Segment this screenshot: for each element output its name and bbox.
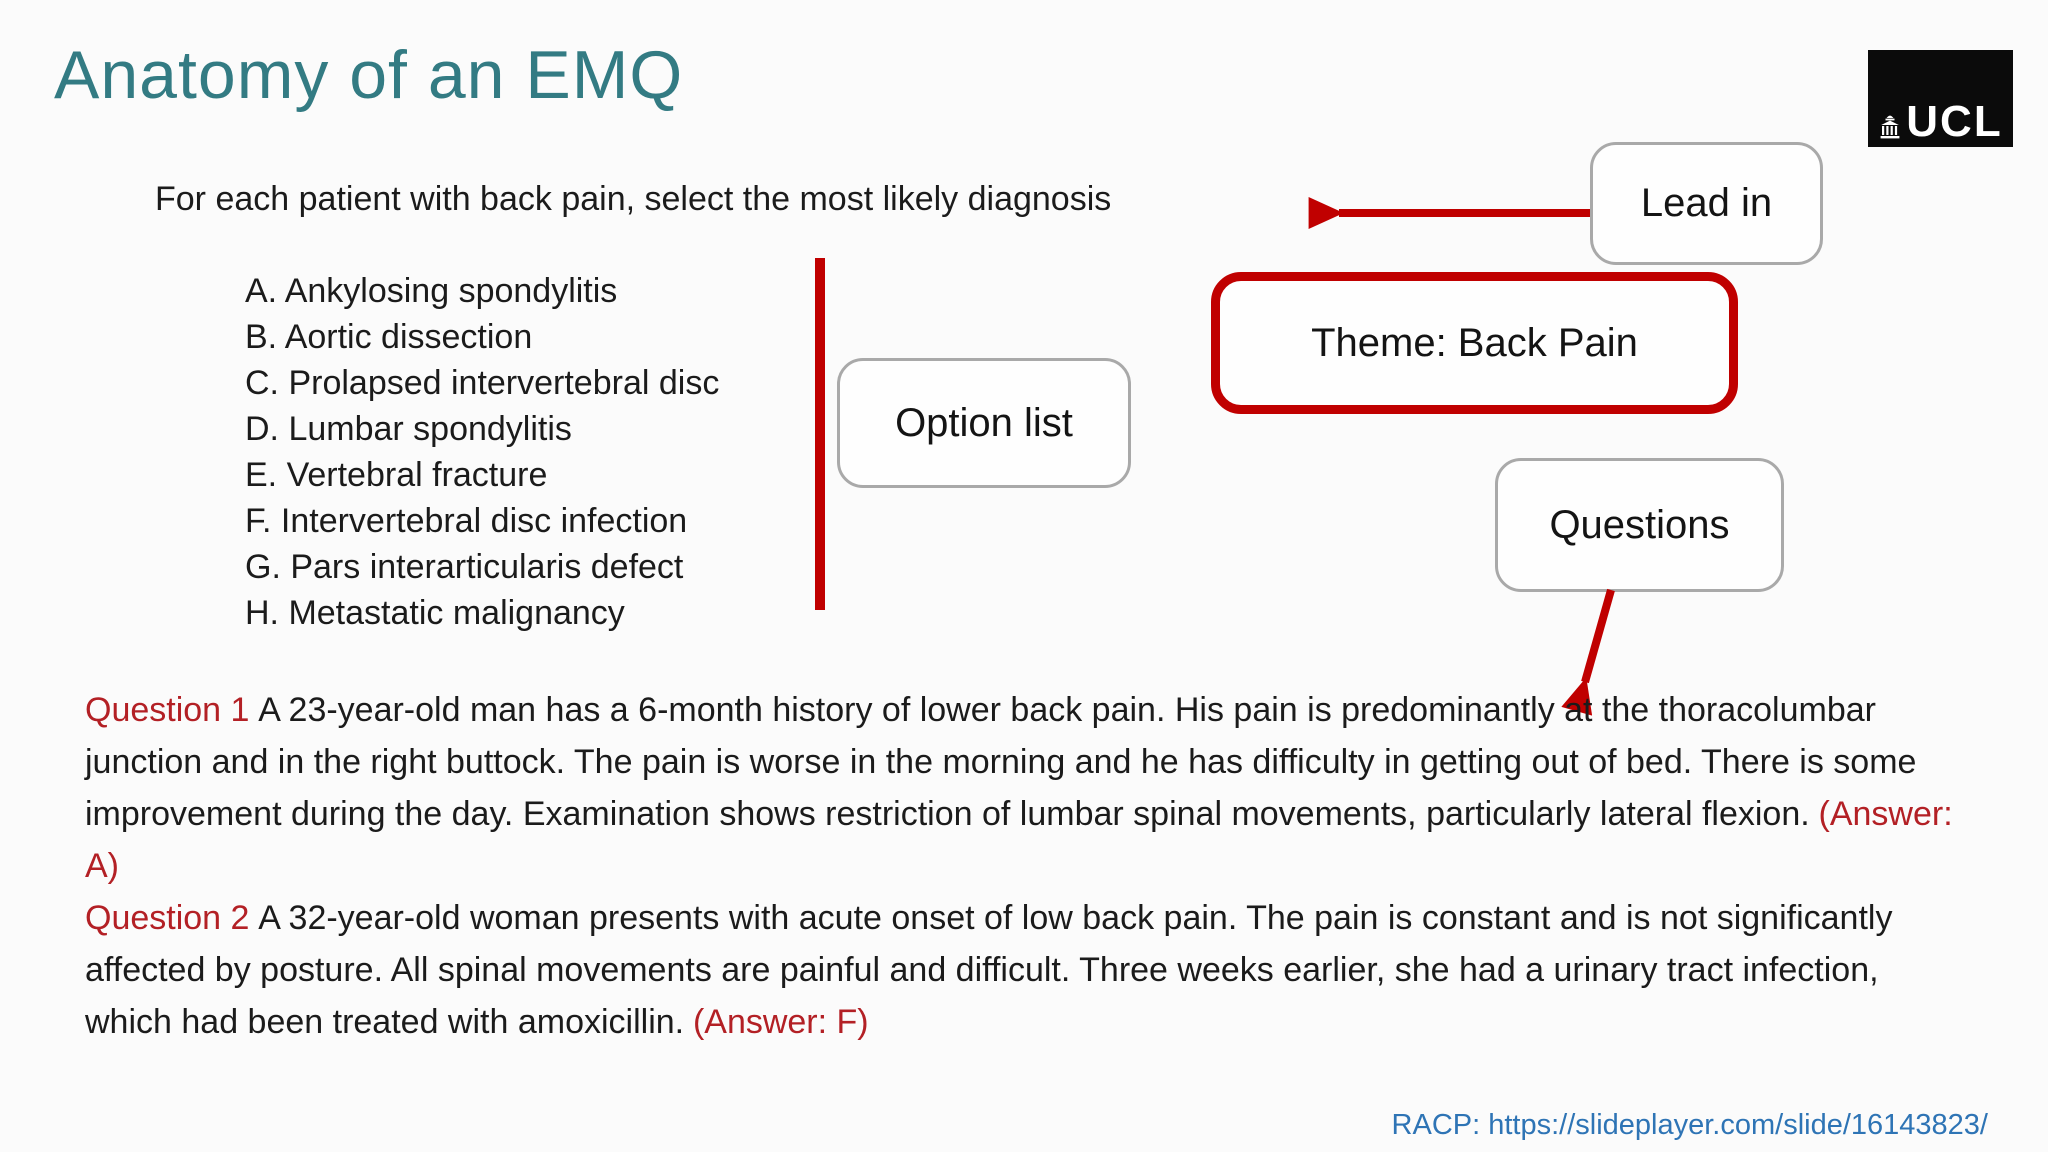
option-list-label-box: Option list (837, 358, 1131, 488)
ucl-logo-text: UCL (1906, 97, 2003, 146)
option-item-d: D. Lumbar spondylitis (245, 410, 572, 448)
option-item-e: E. Vertebral fracture (245, 456, 548, 494)
theme-label: Theme: Back Pain (1311, 320, 1638, 365)
question-2-label: Question 2 (85, 899, 250, 937)
question-1-label: Question 1 (85, 691, 250, 729)
option-item-b: B. Aortic dissection (245, 318, 533, 356)
option-item-a: A. Ankylosing spondylitis (245, 272, 618, 310)
ucl-logo: UCL (1868, 50, 2013, 147)
ucl-portico-icon (1880, 115, 1900, 139)
option-list-divider (815, 258, 825, 610)
attribution-link[interactable]: RACP: https://slideplayer.com/slide/1614… (1391, 1109, 1988, 1141)
option-item-f: F. Intervertebral disc infection (245, 502, 688, 540)
question-1-answer: (Answer: A) (85, 795, 1953, 885)
questions-label-box: Questions (1495, 458, 1784, 592)
option-item-h: H. Metastatic malignancy (245, 594, 625, 632)
questions-label: Questions (1549, 502, 1730, 547)
question-1-body: A 23-year-old man has a 6-month history … (85, 691, 1917, 833)
page-title: Anatomy of an EMQ (54, 37, 684, 113)
lead-in-sentence: For each patient with back pain, select … (155, 180, 1112, 218)
option-list: A. Ankylosing spondylitis B. Aortic diss… (245, 268, 719, 636)
option-list-label: Option list (895, 400, 1073, 445)
question-2-answer: (Answer: F) (692, 1003, 869, 1041)
question-2-body: A 32-year-old woman presents with acute … (85, 899, 1893, 1041)
option-item-c: C. Prolapsed intervertebral disc (245, 364, 720, 402)
lead-in-arrow (1308, 197, 1591, 229)
questions-arrow (1561, 588, 1615, 716)
theme-label-box: Theme: Back Pain (1211, 272, 1738, 414)
option-item-g: G. Pars interarticularis defect (245, 548, 684, 586)
lead-in-label-box: Lead in (1590, 142, 1823, 265)
lead-in-label: Lead in (1640, 181, 1773, 225)
